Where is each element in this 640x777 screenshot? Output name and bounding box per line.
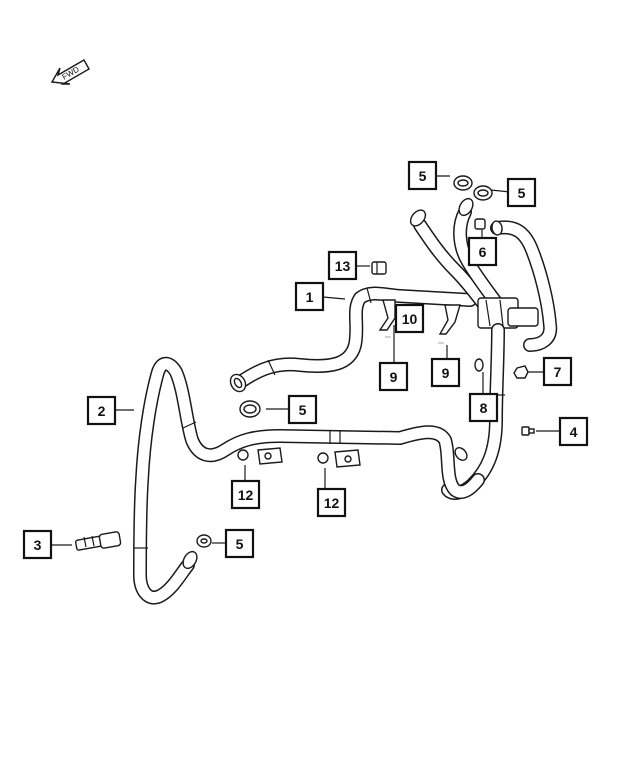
hose-clamp-icon (239, 400, 261, 418)
hose-connector-icon (74, 531, 122, 551)
heater-hose-risers (409, 197, 558, 352)
svg-text:2: 2 (98, 403, 106, 419)
svg-text:3: 3 (34, 537, 42, 553)
heater-hose-lower (133, 356, 485, 605)
callout-12: 12 (316, 487, 347, 518)
callout-5: 5 (287, 394, 318, 425)
svg-text:12: 12 (238, 487, 254, 503)
callout-4: 4 (558, 416, 589, 447)
hose-bracket-icon: ▭▭ (438, 304, 461, 345)
svg-text:13: 13 (335, 258, 351, 274)
nut-icon (513, 365, 529, 379)
hose-mount-bracket-icon (334, 449, 361, 468)
svg-text:5: 5 (236, 536, 244, 552)
callout-6: 6 (467, 236, 498, 267)
svg-text:6: 6 (479, 244, 487, 260)
leader-lines (50, 175, 560, 546)
svg-text:9: 9 (390, 369, 398, 385)
hose-clamp-icon (453, 175, 473, 191)
svg-text:9: 9 (442, 365, 450, 381)
svg-text:5: 5 (299, 402, 307, 418)
svg-text:5: 5 (419, 168, 427, 184)
callout-2: 2 (86, 395, 117, 426)
svg-text:5: 5 (518, 185, 526, 201)
callout-5: 5 (506, 177, 537, 208)
hose-clamp-icon (196, 534, 212, 548)
callout-1: 1 (294, 281, 325, 312)
svg-text:12: 12 (324, 495, 340, 511)
svg-text:7: 7 (554, 364, 562, 380)
callout-7: 7 (542, 356, 573, 387)
svg-text:4: 4 (570, 424, 578, 440)
hose-mount-bracket-icon (257, 447, 283, 465)
svg-text:8: 8 (480, 400, 488, 416)
forward-arrow-icon: FWD (50, 59, 90, 85)
svg-text:▭▭: ▭▭ (438, 341, 444, 345)
hose-cap-icon (474, 218, 486, 230)
callout-3: 3 (22, 529, 53, 560)
callout-9: 9 (430, 357, 461, 388)
hose-clip-icon (371, 261, 387, 275)
nut-icon (317, 452, 329, 464)
svg-text:1: 1 (306, 289, 314, 305)
bolt-icon (521, 426, 535, 436)
callout-9: 9 (378, 361, 409, 392)
callout-5: 5 (407, 160, 438, 191)
hose-bracket-icon: ▭▭ (378, 299, 396, 339)
washer-icon (474, 358, 484, 372)
svg-text:10: 10 (402, 311, 418, 327)
callout-5: 5 (224, 528, 255, 559)
svg-text:▭▭: ▭▭ (385, 335, 391, 339)
callout-10: 10 (394, 303, 425, 334)
callout-8: 8 (468, 392, 499, 423)
callout-12: 12 (230, 479, 261, 510)
nut-icon (237, 449, 249, 461)
callout-13: 13 (327, 250, 358, 281)
heater-hose-upper (229, 286, 477, 393)
hose-clamp-icon (473, 185, 493, 201)
